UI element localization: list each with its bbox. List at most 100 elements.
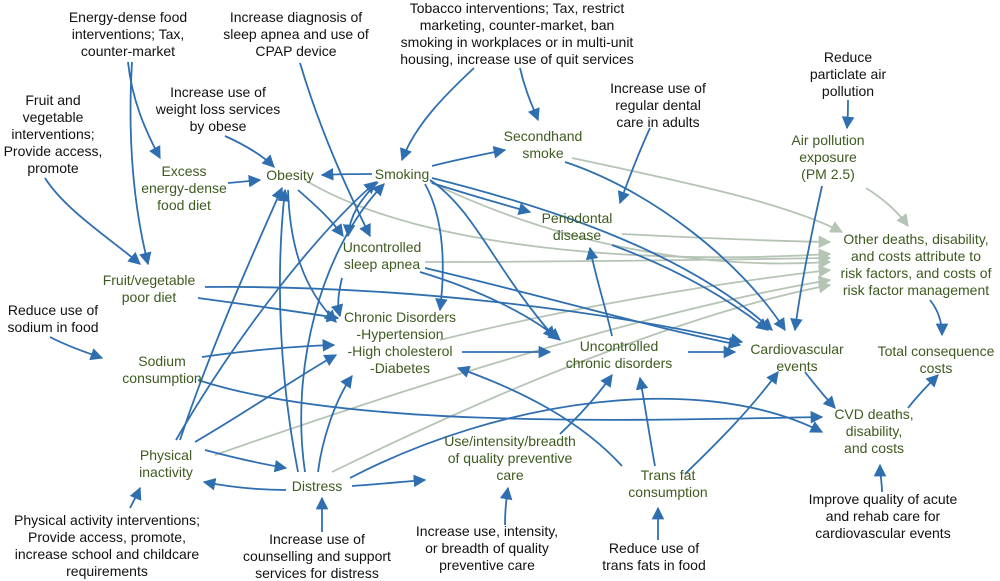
node-label-line: marketing, counter-market, ban	[420, 17, 615, 33]
node-label-line: poor diet	[122, 289, 177, 305]
edge-smoking-obesity	[320, 168, 373, 181]
edge-smoking-periodontal	[431, 182, 532, 216]
node-label-line: energy-dense	[141, 180, 227, 196]
edge-distress-physical	[202, 477, 287, 491]
node-label-line: smoking in workplaces or in multi-unit	[401, 34, 634, 50]
node-label-line: consumption	[122, 370, 201, 386]
node-label-line: Smoking	[375, 166, 429, 182]
edge-sleepapnea-cvevents	[424, 267, 742, 350]
node-tobacco-interventions: Tobacco interventions; Tax, restrictmark…	[400, 0, 633, 67]
node-label-line: of quality preventive	[448, 450, 573, 466]
edge-fruitdiet-chronic	[197, 297, 340, 323]
edge-cvdeaths-total	[907, 374, 939, 409]
node-label-line: Energy-dense food	[69, 9, 187, 25]
node-label-line: Air pollution	[791, 132, 864, 148]
node-preventive-care-interventions: Increase use, intensity,or breadth of qu…	[416, 523, 558, 573]
edge-distress-obesity	[277, 188, 299, 473]
edge-physical-smoking	[175, 181, 377, 441]
node-label-line: and costs	[844, 440, 904, 456]
edge-distress-chronic	[317, 374, 353, 473]
node-label-line: Periodontal	[542, 210, 613, 226]
edge-distress-cvdeaths	[349, 397, 824, 479]
node-label-line: Chronic Disorders	[344, 309, 456, 325]
causal-edges	[44, 61, 949, 540]
edge-sodium-cvdeaths	[197, 379, 824, 424]
node-label-line: housing, increase use of quit services	[400, 51, 633, 67]
edge-smoking-other	[429, 181, 832, 269]
node-label-line: Obesity	[266, 167, 313, 183]
node-label-line: interventions; Tax,	[72, 26, 185, 42]
edge-physical-distress	[204, 449, 288, 473]
cost-edges	[214, 157, 909, 473]
node-label-line: Uncontrolled	[580, 338, 659, 354]
edge-distress-other	[331, 280, 832, 473]
node-label-line: Cardiovascular	[750, 341, 844, 357]
node-label-line: Provide access, promote,	[28, 529, 186, 545]
node-label-line: -High cholesterol	[347, 343, 452, 359]
node-label-line: Other deaths, disability,	[843, 231, 988, 247]
node-label-line: increase school and childcare	[15, 546, 200, 562]
node-label-line: requirements	[66, 563, 148, 579]
node-label-line: sodium in food	[7, 319, 98, 335]
node-label-line: -Diabetes	[370, 360, 430, 376]
node-label-line: Fruit and	[25, 92, 80, 108]
node-label-line: CVD deaths,	[834, 406, 913, 422]
edge-physical-other	[214, 275, 832, 456]
edge-fruitint-fruitdiet	[44, 177, 141, 265]
edge-prevcare-uncontrolled	[559, 373, 613, 435]
node-label-line: exposure	[799, 149, 857, 165]
edge-energyint-excessdiet	[127, 61, 161, 160]
node-label-line: Physical activity interventions;	[14, 512, 200, 528]
node-label-line: by obese	[190, 118, 247, 134]
edge-air-cvevents	[790, 185, 823, 332]
edge-sodium-chronic	[201, 339, 336, 358]
edge-chronic-other	[439, 265, 832, 341]
edge-sleep-other	[424, 251, 832, 265]
edge-tobacco-secondhand	[519, 67, 540, 122]
node-label-line: Trans fat	[641, 467, 696, 483]
edge-weightloss-obesity	[224, 135, 275, 168]
edge-energyint-fruitdiet	[129, 61, 152, 266]
node-label-line: pollution	[822, 83, 874, 99]
node-physical-activity-interventions: Physical activity interventions;Provide …	[14, 512, 200, 579]
node-label-line: preventive care	[439, 557, 535, 573]
node-label-line: -Hypertension	[356, 326, 443, 342]
edge-cvevents-cvdeaths	[804, 371, 836, 409]
node-label-line: Increase diagnosis of	[230, 9, 362, 25]
edge-transfat-chronic	[456, 365, 623, 467]
node-label-line: Increase use, intensity,	[416, 523, 558, 539]
edge-excessdiet-obesity	[227, 174, 262, 188]
node-fruit-interventions: Fruit andvegetableinterventions;Provide …	[4, 92, 103, 176]
node-distress: Distress	[292, 478, 343, 494]
edge-smoking-uncontrolled	[429, 179, 556, 339]
node-label-line: Reduce	[824, 49, 872, 65]
edge-periodontal-other	[621, 233, 832, 249]
node-label-line: regular dental	[615, 97, 701, 113]
edge-air-other	[865, 187, 909, 228]
node-label-line: and rehab care for	[826, 508, 941, 524]
node-label-line: Tobacco interventions; Tax, restrict	[410, 0, 625, 16]
edge-obesity-other	[304, 179, 832, 261]
edge-secondhand-cvevents	[564, 161, 786, 332]
edge-fruitdiet-cvevents	[204, 285, 744, 346]
node-label-line: Secondhand	[504, 128, 583, 144]
node-label-line: Increase use of	[269, 531, 365, 547]
node-label-line: counselling and support	[243, 548, 391, 564]
node-label-line: Uncontrolled	[343, 239, 422, 255]
node-label-line: Fruit/vegetable	[103, 272, 196, 288]
edge-other-total	[929, 299, 949, 337]
edge-physical-obesity	[179, 186, 284, 441]
